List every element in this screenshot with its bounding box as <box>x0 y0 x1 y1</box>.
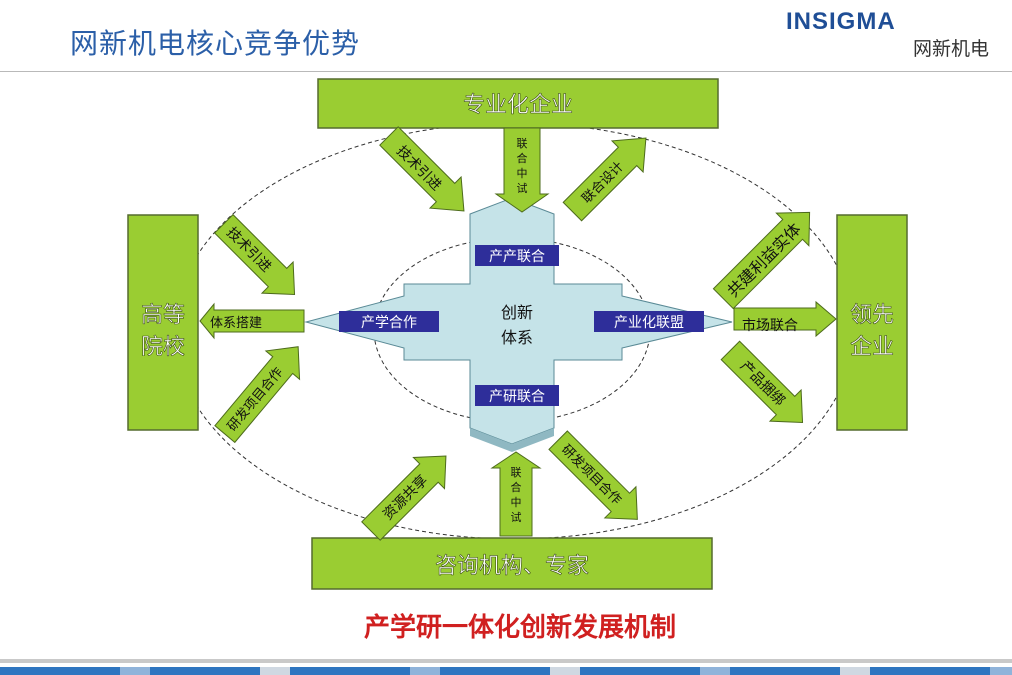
arrow-top-left: 技术引进 <box>379 126 465 212</box>
arrow-top-mid-char3: 中 <box>517 167 528 180</box>
cross-shadow-bottom <box>470 428 554 452</box>
label-bg-industrial-alliance <box>594 311 704 332</box>
box-specialized-enterprise <box>317 78 719 129</box>
core-innovation-line1: 创新 <box>501 303 533 322</box>
slide-title: 网新机电核心竞争优势 <box>70 27 361 60</box>
arrow-right-top-label: 共建利益实体 <box>723 219 804 300</box>
arrow-top-right: 联合设计 <box>562 137 647 222</box>
label-bg-industry-industry <box>475 245 559 266</box>
box-leading-enterprise-line1: 领先 <box>850 303 894 328</box>
box-consulting-experts <box>311 537 713 590</box>
arrow-left-bottom-label: 研发项目合作 <box>224 364 286 434</box>
arrow-left-mid: 体系搭建 <box>199 302 305 340</box>
arrow-right-mid: 市场联合 <box>733 300 837 338</box>
box-leading-enterprise-line2: 企业 <box>850 335 894 360</box>
footer-stripe-blue <box>0 667 1012 675</box>
label-industry-industry: 产产联合 <box>489 249 545 265</box>
arrow-bottom-mid-char4: 试 <box>511 511 522 524</box>
core-innovation-line2: 体系 <box>501 328 533 347</box>
arrow-bottom-mid-char1: 联 <box>511 466 522 479</box>
box-consulting-experts-label: 咨询机构、专家 <box>435 554 589 579</box>
arrow-bottom-left: 资源共享 <box>361 455 447 541</box>
arrow-top-mid-char2: 合 <box>517 151 528 165</box>
arrow-bottom-right: 研发项目合作 <box>548 430 638 520</box>
arrow-left-top: 技术引进 <box>213 213 296 296</box>
footer-bar <box>0 659 1012 675</box>
arrow-left-mid-label: 体系搭建 <box>210 315 262 331</box>
arrow-top-mid: 联 合 中 试 <box>494 127 550 213</box>
label-industrial-alliance: 产业化联盟 <box>614 315 684 331</box>
box-universities <box>127 214 199 431</box>
label-bg-industry-research <box>475 385 559 406</box>
box-universities-line2: 院校 <box>141 335 185 360</box>
arrow-bottom-mid-char2: 合 <box>511 480 522 494</box>
label-industry-academia: 产学合作 <box>361 315 417 331</box>
arrow-top-mid-char1: 联 <box>517 137 528 150</box>
arrow-right-mid-label: 市场联合 <box>742 317 798 334</box>
arrow-top-mid-char4: 试 <box>517 182 528 195</box>
arrow-bottom-mid-char3: 中 <box>511 496 522 509</box>
label-bg-industry-academia <box>339 311 439 332</box>
arrow-bottom-right-label: 研发项目合作 <box>558 442 624 508</box>
diagram-caption: 产学研一体化创新发展机制 <box>364 612 676 643</box>
box-specialized-enterprise-label: 专业化企业 <box>463 93 573 118</box>
header-divider <box>0 71 1012 72</box>
label-industry-research: 产研联合 <box>489 389 545 405</box>
arrow-left-bottom: 研发项目合作 <box>214 346 301 444</box>
arrow-right-top: 共建利益实体 <box>712 211 811 310</box>
box-universities-line1: 高等 <box>141 303 185 328</box>
insigma-logo: INSIGMA <box>786 8 896 35</box>
arrow-bottom-mid: 联 合 中 试 <box>490 451 542 537</box>
box-leading-enterprise <box>836 214 908 431</box>
arrow-right-bottom: 产品捆绑 <box>720 340 804 424</box>
logo-chinese-name: 网新机电 <box>913 38 990 60</box>
footer-stripe-gray <box>0 659 1012 663</box>
